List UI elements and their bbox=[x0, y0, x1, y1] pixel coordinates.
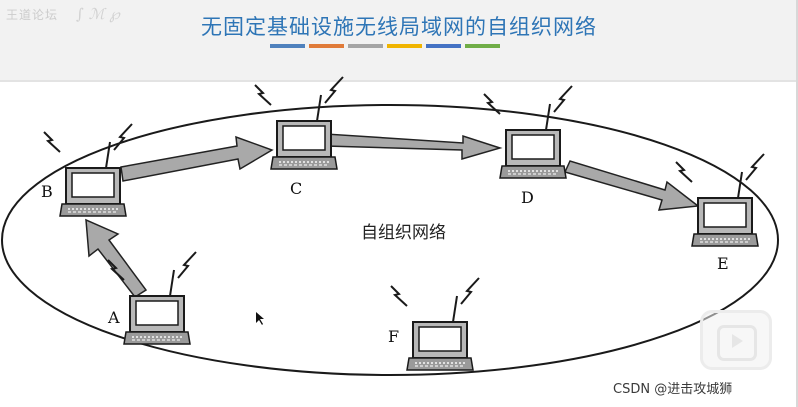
video-play-icon[interactable] bbox=[700, 310, 772, 370]
slide-title: 无固定基础设施无线局域网的自组织网络 bbox=[201, 15, 597, 39]
node-label-b: B bbox=[41, 182, 53, 201]
logo-signature-icon: ∫ ℳ ℘ bbox=[76, 5, 120, 23]
stripe-5 bbox=[426, 44, 461, 48]
link-arrow-b-c bbox=[120, 135, 274, 182]
stripe-2 bbox=[309, 44, 344, 48]
mouse-cursor-icon bbox=[256, 312, 264, 325]
link-arrow-c-d bbox=[325, 133, 503, 160]
slide-header: 王道论坛 ∫ ℳ ℘ 无固定基础设施无线局域网的自组织网络 bbox=[0, 0, 798, 82]
node-label-c: C bbox=[290, 179, 303, 198]
center-network-label: 自组织网络 bbox=[361, 223, 446, 243]
link-arrow-d-e bbox=[563, 160, 700, 211]
csdn-watermark: CSDN @进击攻城狮 bbox=[613, 382, 733, 397]
node-label-e: E bbox=[717, 254, 729, 273]
node-label-f: F bbox=[388, 327, 400, 346]
link-arrow-a-b bbox=[85, 218, 148, 299]
title-color-stripes bbox=[270, 44, 500, 48]
stripe-6 bbox=[465, 44, 500, 48]
node-label-a: A bbox=[108, 308, 120, 327]
stripe-4 bbox=[387, 44, 422, 48]
stripe-1 bbox=[270, 44, 305, 48]
node-label-d: D bbox=[521, 188, 534, 207]
stripe-3 bbox=[348, 44, 383, 48]
forum-logo: 王道论坛 bbox=[6, 8, 59, 22]
window-right-edge bbox=[796, 0, 798, 407]
header-divider bbox=[0, 80, 798, 82]
